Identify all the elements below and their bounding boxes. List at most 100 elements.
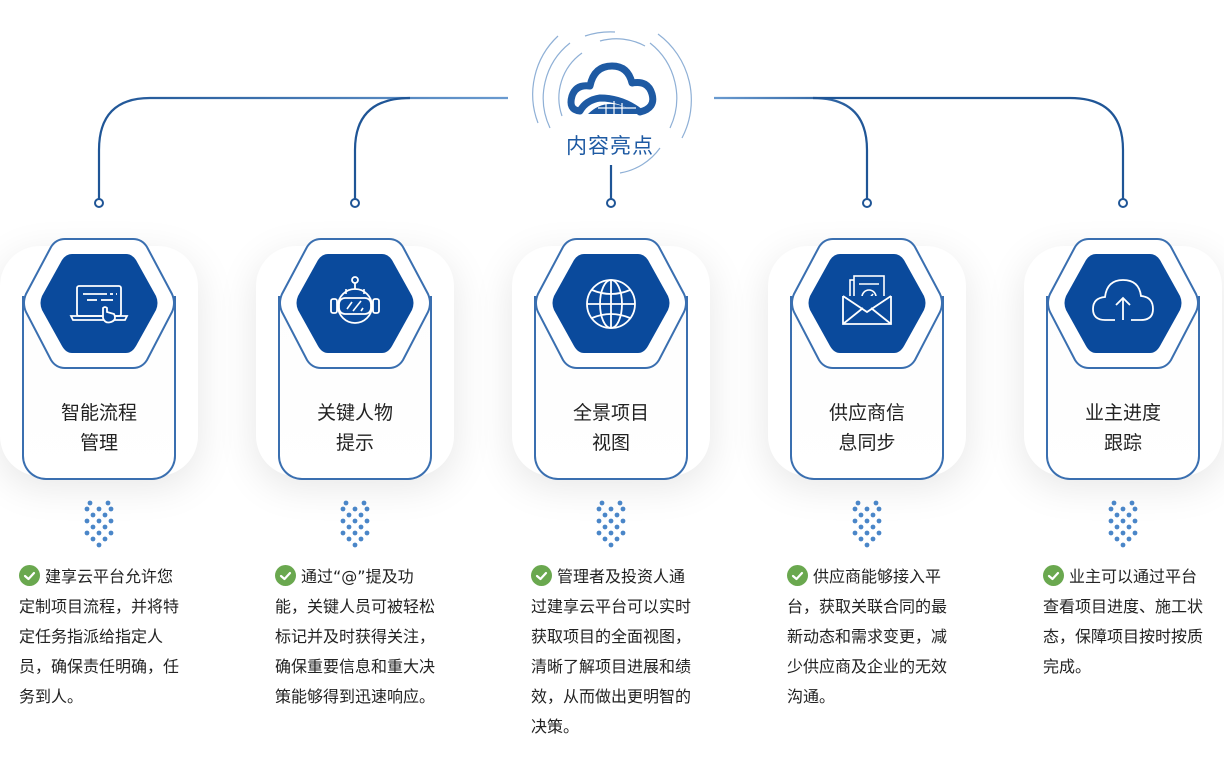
arrow-dot bbox=[1132, 530, 1138, 536]
arrow-dot bbox=[858, 524, 864, 530]
arrow-dot bbox=[108, 518, 114, 524]
feature-title-line2: 视图 bbox=[591, 432, 630, 454]
feature-card: 业主进度 跟踪 bbox=[1044, 236, 1202, 482]
arrow-dot bbox=[870, 524, 876, 530]
arrow-dot bbox=[108, 506, 114, 512]
feature-card: 全景项目 视图 bbox=[532, 236, 690, 482]
arrow-dot bbox=[340, 530, 346, 536]
cloud-building-logo-icon bbox=[567, 62, 657, 116]
arrow-dot bbox=[96, 506, 102, 512]
arrow-dot bbox=[864, 518, 870, 524]
feature-title-line1: 智能流程 bbox=[60, 402, 137, 424]
arrow-dot bbox=[340, 518, 346, 524]
hexagon-badge bbox=[23, 238, 175, 369]
arrow-dot bbox=[620, 518, 626, 524]
arrow-dot bbox=[1108, 506, 1114, 512]
arrow-dot bbox=[596, 518, 602, 524]
arrow-dot bbox=[858, 512, 864, 518]
hexagon-badge bbox=[1047, 238, 1199, 369]
arrow-dot bbox=[352, 506, 358, 512]
connector-node bbox=[94, 198, 104, 208]
arrow-dot bbox=[364, 506, 370, 512]
arrow-dot bbox=[343, 500, 349, 506]
feature-description: 业主可以通过平台查看项目进度、施工状态，保障项目按时按质完成。 bbox=[1043, 562, 1211, 682]
feature-title: 全景项目 视图 bbox=[532, 398, 690, 458]
hub: 内容亮点 bbox=[510, 28, 710, 178]
arrow-dot bbox=[1120, 530, 1126, 536]
cloud-upload-icon bbox=[1092, 279, 1154, 321]
arrow-dot bbox=[108, 530, 114, 536]
arrow-dot bbox=[1108, 518, 1114, 524]
signal-rings-icon bbox=[532, 31, 692, 174]
connector-lines bbox=[94, 96, 1128, 208]
arrow-dot bbox=[1120, 506, 1126, 512]
feature-description-text: 业主可以通过平台查看项目进度、施工状态，保障项目按时按质完成。 bbox=[1043, 567, 1204, 676]
arrow-dot bbox=[858, 536, 864, 542]
feature-description: 供应商能够接入平台，获取关联合同的最新动态和需求变更，减少供应商及企业的无效沟通… bbox=[787, 562, 955, 712]
connector-left bbox=[97, 96, 508, 200]
arrow-dot bbox=[1120, 542, 1126, 548]
arrow-dot bbox=[852, 518, 858, 524]
feature-title: 业主进度 跟踪 bbox=[1044, 398, 1202, 458]
feature-title: 智能流程 管理 bbox=[20, 398, 178, 458]
arrow-dot bbox=[102, 536, 108, 542]
arrow-dot bbox=[1132, 518, 1138, 524]
arrow-dot bbox=[364, 518, 370, 524]
feature-description: 建享云平台允许您定制项目流程，并将特定任务指派给指定人员，确保责任明确，任务到人… bbox=[19, 562, 187, 712]
feature-card: 智能流程 管理 bbox=[20, 236, 178, 482]
arrow-dot bbox=[1114, 512, 1120, 518]
arrow-dot bbox=[870, 512, 876, 518]
connector-left-inner bbox=[353, 96, 411, 200]
arrow-dot bbox=[1108, 530, 1114, 536]
feature-title-line1: 业主进度 bbox=[1084, 402, 1161, 424]
arrow-dot bbox=[105, 500, 111, 506]
arrow-dot bbox=[1114, 524, 1120, 530]
feature-description-text: 通过“@”提及功能，关键人员可被轻松标记并及时获得关注，确保重要信息和重大决策能… bbox=[275, 567, 436, 706]
arrow-dot bbox=[876, 506, 882, 512]
arrow-dot bbox=[358, 536, 364, 542]
check-circle-icon bbox=[787, 565, 808, 586]
arrow-dot bbox=[596, 506, 602, 512]
arrow-dot bbox=[873, 500, 879, 506]
hexagon-badge bbox=[791, 238, 943, 369]
arrow-dot bbox=[84, 506, 90, 512]
hexagon-badge bbox=[279, 238, 431, 369]
check-circle-icon bbox=[19, 565, 40, 586]
arrow-dot bbox=[864, 506, 870, 512]
feature-title-line2: 提示 bbox=[335, 432, 374, 454]
feature-title-line1: 全景项目 bbox=[572, 402, 649, 424]
arrow-dot bbox=[1129, 500, 1135, 506]
feature-title-line1: 关键人物 bbox=[316, 402, 393, 424]
arrow-dot bbox=[352, 518, 358, 524]
feature-title: 供应商信 息同步 bbox=[788, 398, 946, 458]
arrow-dot bbox=[346, 512, 352, 518]
arrow-dot bbox=[352, 542, 358, 548]
arrow-dot bbox=[852, 506, 858, 512]
arrow-dot bbox=[602, 524, 608, 530]
feature-card: 供应商信 息同步 bbox=[788, 236, 946, 482]
feature-title: 关键人物 提示 bbox=[276, 398, 434, 458]
arrow-dot bbox=[614, 524, 620, 530]
arrow-dot bbox=[90, 536, 96, 542]
arrow-dot bbox=[358, 524, 364, 530]
arrow-dot bbox=[864, 542, 870, 548]
arrow-dot bbox=[596, 530, 602, 536]
feature-description: 管理者及投资人通过建享云平台可以实时获取项目的全面视图，清晰了解项目进展和绩效，… bbox=[531, 562, 699, 742]
feature-description-text: 建享云平台允许您定制项目流程，并将特定任务指派给指定人员，确保责任明确，任务到人… bbox=[19, 567, 180, 706]
feature-title-line1: 供应商信 bbox=[828, 402, 905, 424]
arrow-dot bbox=[87, 500, 93, 506]
feature-title-line2: 息同步 bbox=[838, 432, 896, 454]
arrow-dot bbox=[346, 536, 352, 542]
connector-node bbox=[350, 198, 360, 208]
connector-node bbox=[1118, 198, 1128, 208]
arrow-dot bbox=[352, 530, 358, 536]
arrow-dot bbox=[876, 518, 882, 524]
arrow-dot bbox=[102, 524, 108, 530]
arrow-dot bbox=[602, 512, 608, 518]
arrow-dot bbox=[346, 524, 352, 530]
arrow-dot bbox=[608, 542, 614, 548]
hub-title: 内容亮点 bbox=[566, 134, 654, 158]
arrow-dot bbox=[614, 536, 620, 542]
check-circle-icon bbox=[1043, 565, 1064, 586]
arrow-dot bbox=[864, 530, 870, 536]
